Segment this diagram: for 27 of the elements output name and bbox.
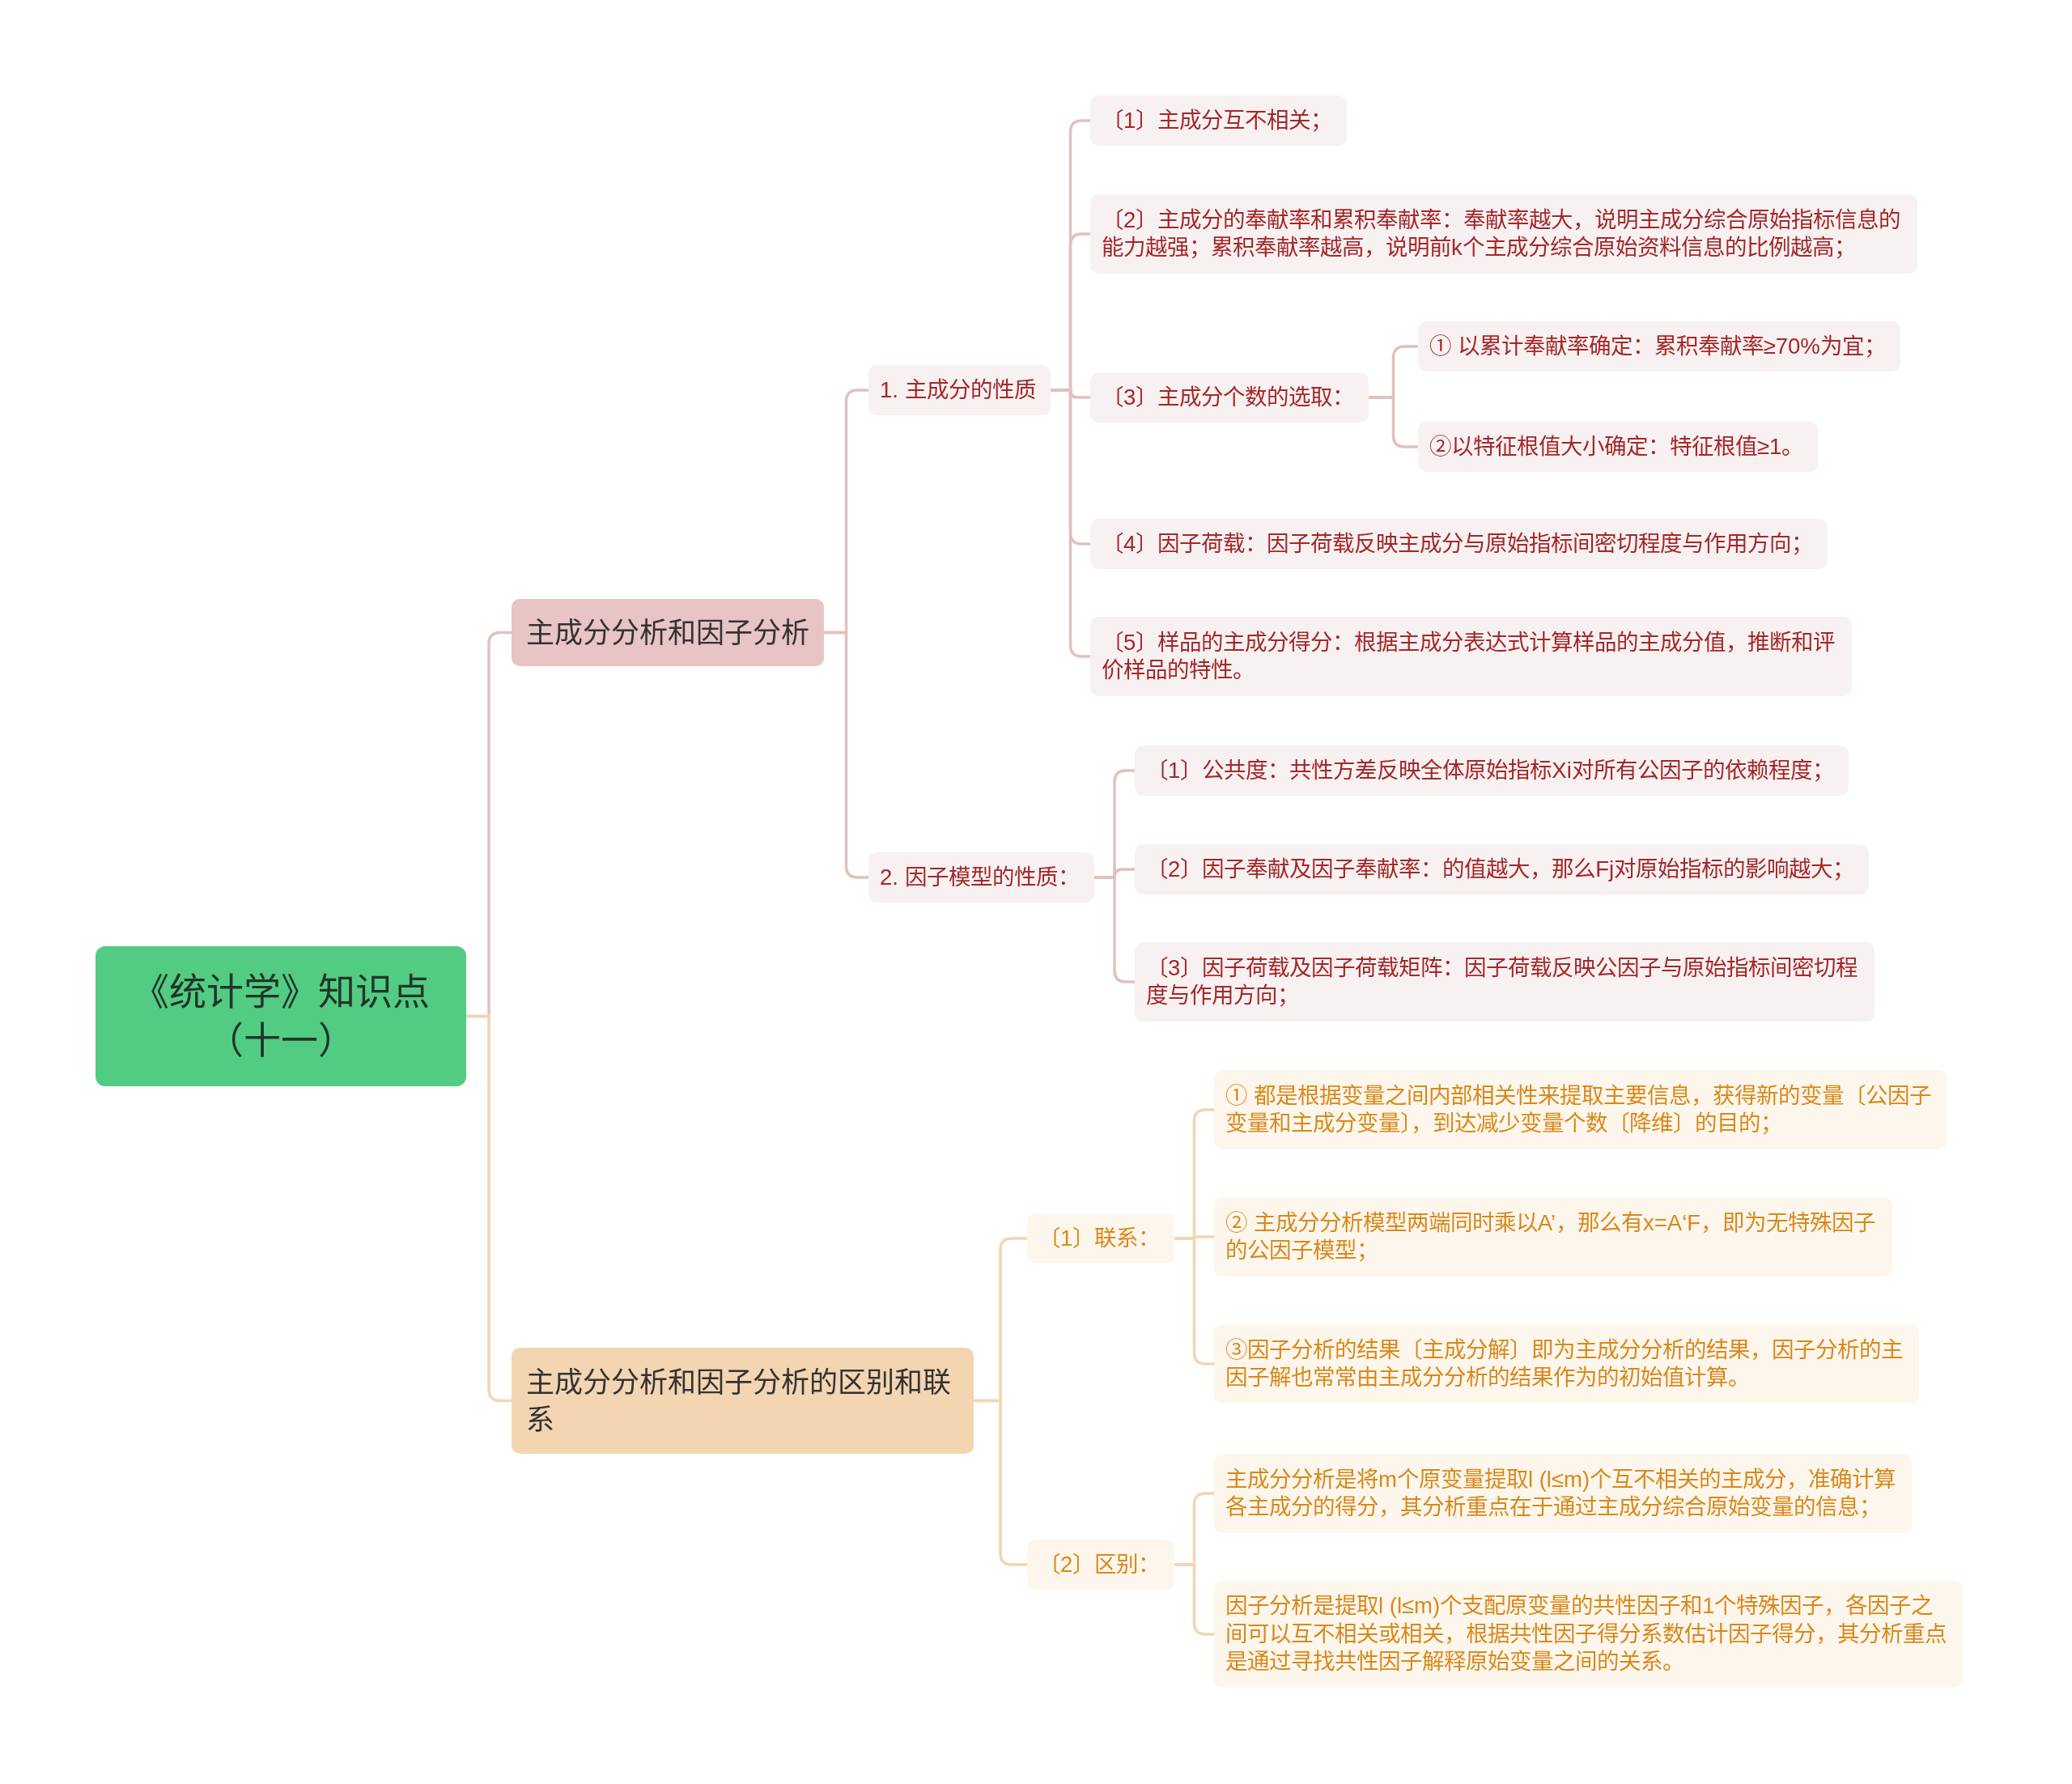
subtopic-box: 〔3〕主成分个数的选取： — [1090, 372, 1369, 423]
subtopic-box: 1. 主成分的性质 — [868, 365, 1051, 415]
subtopic-box: 〔4〕因子荷载：因子荷载反映主成分与原始指标间密切程度与作用方向； — [1090, 519, 1828, 569]
subtopic-box: ① 以累计奉献率确定：累积奉献率≥70%为宜； — [1418, 321, 1900, 372]
subtopic-box: 2. 因子模型的性质： — [868, 852, 1094, 903]
subtopic-box: 〔1〕公共度：共性方差反映全体原始指标Xi对所有公因子的依赖程度； — [1135, 745, 1849, 796]
subtopic-box: 〔3〕因子荷载及因子荷载矩阵：因子荷载反映公因子与原始指标间密切程度与作用方向； — [1135, 942, 1875, 1022]
subtopic-box: 因子分析是提取l (l≤m)个支配原变量的共性因子和1个特殊因子，各因子之间可以互不相关或相关，根据共性因子得分系数估计因子得分，其分析重点是通过寻找共性因子解释原始变量之间的关系。 — [1214, 1581, 1963, 1688]
subtopic-box: 主成分分析是将m个原变量提取l (l≤m)个互不相关的主成分，准确计算各主成分的得分，其分析重点在于通过主成分综合原始变量的信息； — [1214, 1454, 1913, 1533]
subtopic-box: 〔5〕样品的主成分得分：根据主成分表达式计算样品的主成分值，推断和评价样品的特性。 — [1090, 617, 1852, 696]
topic-box: 主成分分析和因子分析的区别和联系 — [512, 1348, 974, 1454]
subtopic-box: 〔2〕区别： — [1027, 1540, 1175, 1590]
subtopic-box: ② 主成分分析模型两端同时乘以A’，那么有x=A‘F，即为无特殊因子的公因子模型； — [1214, 1197, 1892, 1276]
connector-line — [1094, 876, 1135, 983]
connector-line — [1174, 1563, 1214, 1636]
subtopic-box: 〔1〕主成分互不相关； — [1090, 96, 1348, 146]
connector-line — [824, 631, 868, 879]
subtopic-box: ③因子分析的结果〔主成分解〕即为主成分分析的结果，因子分析的主因子解也常常由主成分分析的结果作为的初始值计算。 — [1214, 1324, 1919, 1404]
central-topic-box: 《统计学》知识点（十一） — [96, 946, 466, 1086]
topic-box: 主成分分析和因子分析 — [512, 599, 824, 666]
subtopic-box: 〔1〕联系： — [1027, 1213, 1175, 1264]
subtopic-box: ① 都是根据变量之间内部相关性来提取主要信息，获得新的变量〔公因子变量和主成分变量〕，到达减少变量个数〔降维〕的目的； — [1214, 1070, 1947, 1149]
connector-line — [1174, 1237, 1214, 1366]
subtopic-box: 〔2〕因子奉献及因子奉献率：的值越大，那么Fj对原始指标的影响越大； — [1135, 844, 1870, 894]
subtopic-box: 〔2〕主成分的奉献率和累积奉献率：奉献率越大，说明主成分综合原始指标信息的能力越强；累积奉献率越高，说明前k个主成分综合原始资料信息的比例越高； — [1090, 194, 1917, 274]
subtopic-box: ②以特征根值大小确定：特征根值≥1。 — [1418, 422, 1819, 472]
connector-line — [1051, 389, 1090, 658]
